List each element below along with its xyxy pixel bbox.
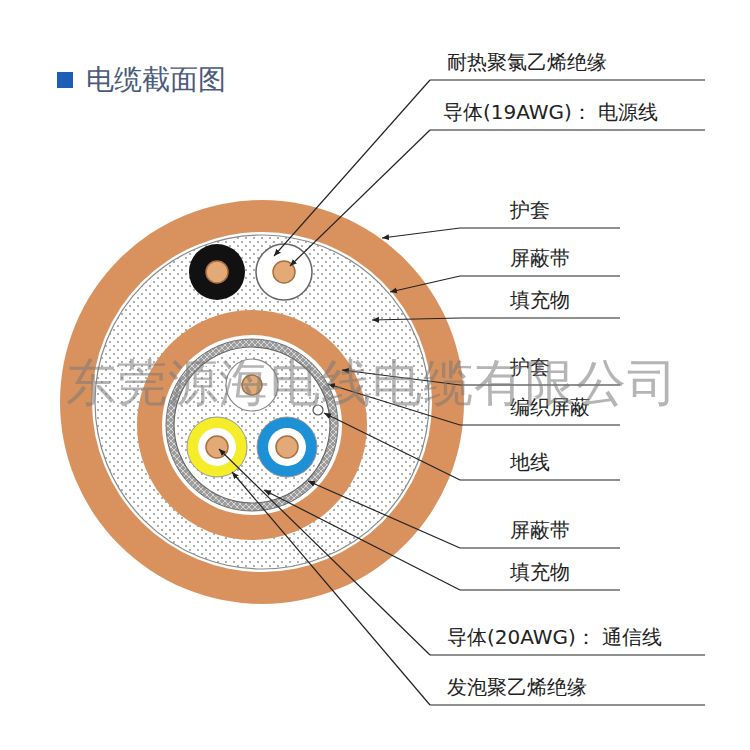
power-conductor <box>206 261 228 283</box>
callout-label: 导体(20AWG)： 通信线 <box>447 625 662 650</box>
callout-label: 地线 <box>510 450 550 475</box>
callout-label: 填充物 <box>510 560 570 585</box>
callout-label: 屏蔽带 <box>510 246 570 271</box>
black-insulation <box>189 244 245 300</box>
callout-label: 填充物 <box>510 288 570 313</box>
signal-conductor <box>276 436 298 458</box>
callout-label: 发泡聚乙烯绝缘 <box>447 675 587 700</box>
watermark: 东莞源海电线电缆有限公司 <box>66 352 678 415</box>
callout-label: 耐热聚氯乙烯绝缘 <box>447 50 607 75</box>
callout-label: 导体(19AWG)： 电源线 <box>443 100 658 125</box>
title-bullet <box>57 72 73 88</box>
inner-jacket <box>137 310 367 540</box>
foam-layer <box>268 428 306 466</box>
diagram-title: 电缆截面图 <box>86 62 226 97</box>
callout-label: 屏蔽带 <box>510 518 570 543</box>
blue-insulation <box>257 417 317 477</box>
callout-label: 护套 <box>510 198 550 223</box>
